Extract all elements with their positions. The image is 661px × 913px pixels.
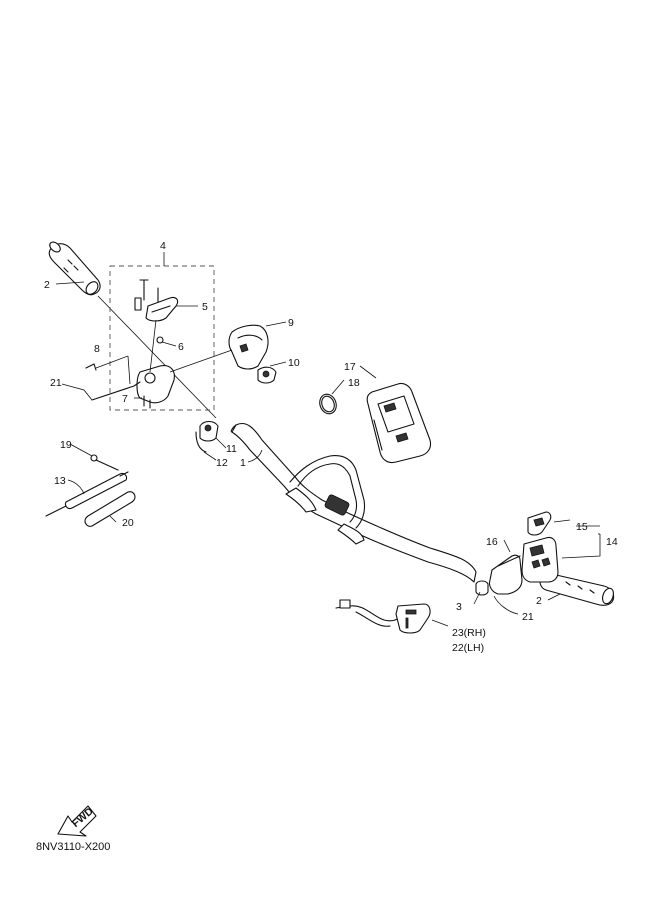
callout-18: 18 — [348, 377, 360, 389]
handlebar-part — [230, 422, 477, 583]
cable-13-part — [45, 471, 129, 517]
callout-1: 1 — [240, 457, 246, 469]
collar-3-part — [475, 580, 489, 596]
cover-15-part — [527, 511, 552, 536]
callout-12: 12 — [216, 457, 228, 469]
bracket-8-part — [85, 355, 131, 385]
callout-leaders — [55, 252, 601, 627]
callout-14: 14 — [606, 536, 618, 548]
callout-labels: 4 2 5 6 8 21 7 9 10 11 12 1 17 18 19 13 … — [44, 240, 618, 654]
throttle-lever-assembly — [134, 279, 179, 409]
left-grip-part — [48, 241, 217, 419]
callout-21-right: 21 — [522, 611, 534, 623]
callout-11: 11 — [226, 443, 237, 455]
callout-9: 9 — [288, 317, 294, 329]
bracket-16-part — [488, 554, 523, 595]
callout-4: 4 — [160, 240, 166, 252]
clip-19-part — [90, 454, 119, 471]
wire-21-left — [91, 381, 141, 401]
switch-14-part — [521, 536, 559, 583]
fwd-arrow-icon — [57, 805, 97, 837]
callout-2-right: 2 — [536, 595, 542, 607]
callout-15: 15 — [576, 521, 588, 533]
callout-7: 7 — [122, 393, 128, 405]
callout-22-lh: 22(LH) — [452, 642, 484, 654]
switch-housing-part — [169, 324, 269, 373]
callout-10: 10 — [288, 357, 300, 369]
bracket-17-part — [366, 382, 432, 464]
callout-19: 19 — [60, 439, 72, 451]
ring-18-part — [319, 393, 337, 415]
drawing-code: 8NV3110-X200 — [36, 841, 111, 853]
callout-3: 3 — [456, 601, 462, 613]
callout-21-left: 21 — [50, 377, 62, 389]
callout-20: 20 — [122, 517, 134, 529]
wiring-harness-part — [335, 599, 431, 634]
callout-16: 16 — [486, 536, 498, 548]
callout-5: 5 — [202, 301, 208, 313]
assembly-4-boundary — [109, 265, 215, 411]
callout-2-left: 2 — [44, 279, 50, 291]
callout-13: 13 — [54, 475, 66, 487]
tube-20-part — [84, 491, 136, 527]
callout-23-rh: 23(RH) — [452, 627, 486, 639]
callout-17: 17 — [344, 361, 356, 373]
clip-10-part — [257, 366, 277, 384]
callout-6: 6 — [178, 341, 184, 353]
clamp-11-part — [195, 420, 219, 453]
callout-8: 8 — [94, 343, 100, 355]
